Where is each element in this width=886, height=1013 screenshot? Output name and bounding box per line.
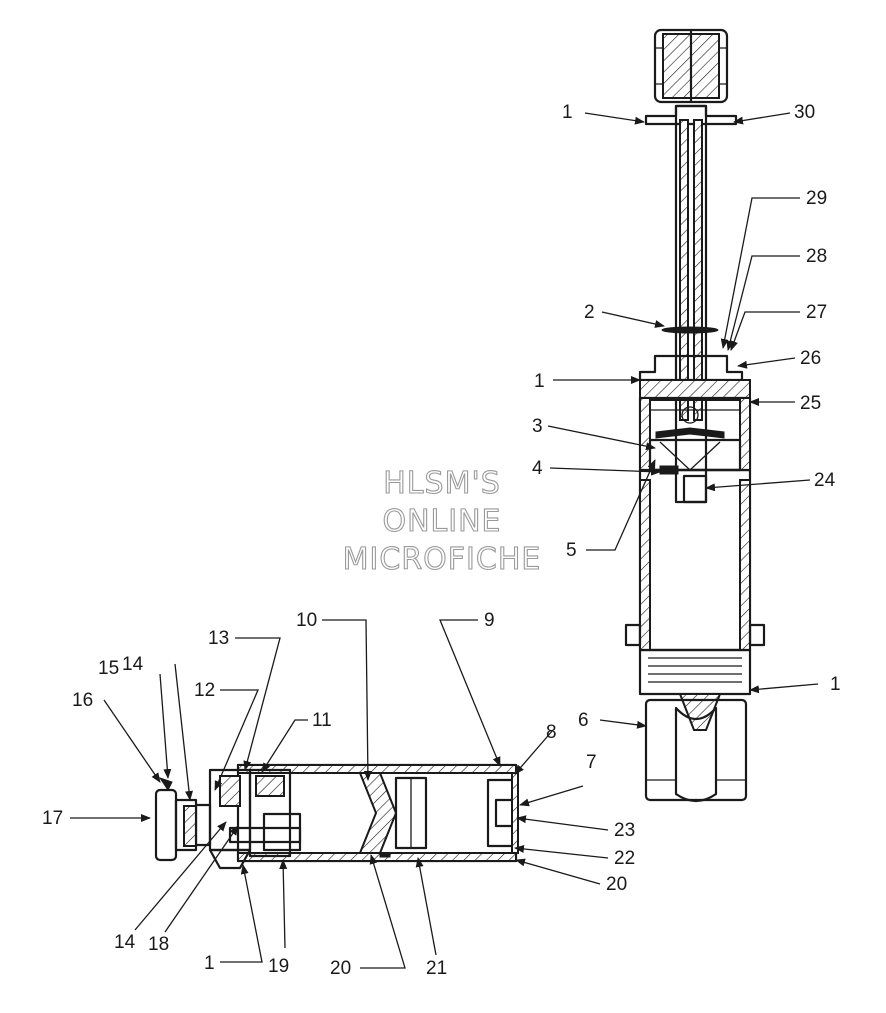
callout-1-mid: 1 bbox=[534, 371, 545, 392]
seal-head bbox=[638, 354, 751, 401]
callout-10: 10 bbox=[296, 610, 317, 631]
leader-lines bbox=[70, 112, 819, 969]
callout-14-top: 14 bbox=[122, 654, 144, 675]
callout-13: 13 bbox=[208, 628, 229, 649]
callout-30: 30 bbox=[794, 102, 815, 123]
watermark-line-3: MICROFICHE bbox=[343, 542, 542, 577]
callout-4: 4 bbox=[532, 458, 543, 479]
bottom-mount-eye bbox=[644, 698, 748, 803]
callout-1-bottom: 1 bbox=[204, 953, 215, 974]
callout-26: 26 bbox=[800, 348, 821, 369]
callout-20-bottom: 20 bbox=[330, 958, 351, 979]
vertical-shock-assembly bbox=[624, 28, 766, 803]
callout-24: 24 bbox=[814, 470, 836, 491]
reservoir-end-cap bbox=[486, 772, 519, 854]
callout-28: 28 bbox=[806, 246, 827, 267]
callout-2: 2 bbox=[584, 302, 595, 323]
callout-14-bottom: 14 bbox=[114, 932, 136, 953]
o-ring bbox=[661, 326, 719, 334]
callout-25: 25 bbox=[800, 393, 821, 414]
adjuster-knob bbox=[154, 777, 212, 862]
top-washer bbox=[644, 104, 738, 126]
floating-piston bbox=[358, 772, 428, 858]
callout-21: 21 bbox=[426, 958, 447, 979]
callout-27: 27 bbox=[806, 302, 827, 323]
threaded-end bbox=[638, 648, 752, 731]
watermark-line-1: HLSM'S bbox=[383, 466, 501, 501]
piston-rod bbox=[674, 104, 708, 504]
callout-1-right: 1 bbox=[830, 674, 841, 695]
callout-20-right: 20 bbox=[606, 874, 627, 895]
callout-17: 17 bbox=[42, 808, 63, 829]
callout-18: 18 bbox=[148, 934, 169, 955]
callout-19: 19 bbox=[268, 956, 289, 977]
shock-body-lower bbox=[624, 468, 766, 652]
callout-23: 23 bbox=[614, 820, 635, 841]
horizontal-reservoir-assembly bbox=[154, 763, 519, 870]
callout-1-top: 1 bbox=[562, 102, 573, 123]
callout-6: 6 bbox=[578, 710, 589, 731]
callout-15: 15 bbox=[98, 658, 119, 679]
callout-16: 16 bbox=[72, 690, 93, 711]
callout-9: 9 bbox=[484, 610, 495, 631]
callout-22: 22 bbox=[614, 848, 635, 869]
callout-3: 3 bbox=[532, 416, 543, 437]
callout-11: 11 bbox=[312, 710, 332, 731]
watermark: HLSM'S ONLINE MICROFICHE bbox=[342, 465, 542, 577]
compression-adjuster-body bbox=[208, 768, 302, 870]
callout-7: 7 bbox=[586, 752, 597, 773]
callout-labels: 1 30 29 28 2 27 26 1 25 3 4 24 5 10 9 13… bbox=[42, 102, 841, 979]
top-mount-eye bbox=[653, 28, 729, 104]
callout-8: 8 bbox=[546, 722, 557, 743]
callout-5: 5 bbox=[566, 540, 577, 561]
callout-29: 29 bbox=[806, 188, 827, 209]
watermark-line-2: ONLINE bbox=[382, 504, 501, 539]
callout-12: 12 bbox=[194, 680, 215, 701]
